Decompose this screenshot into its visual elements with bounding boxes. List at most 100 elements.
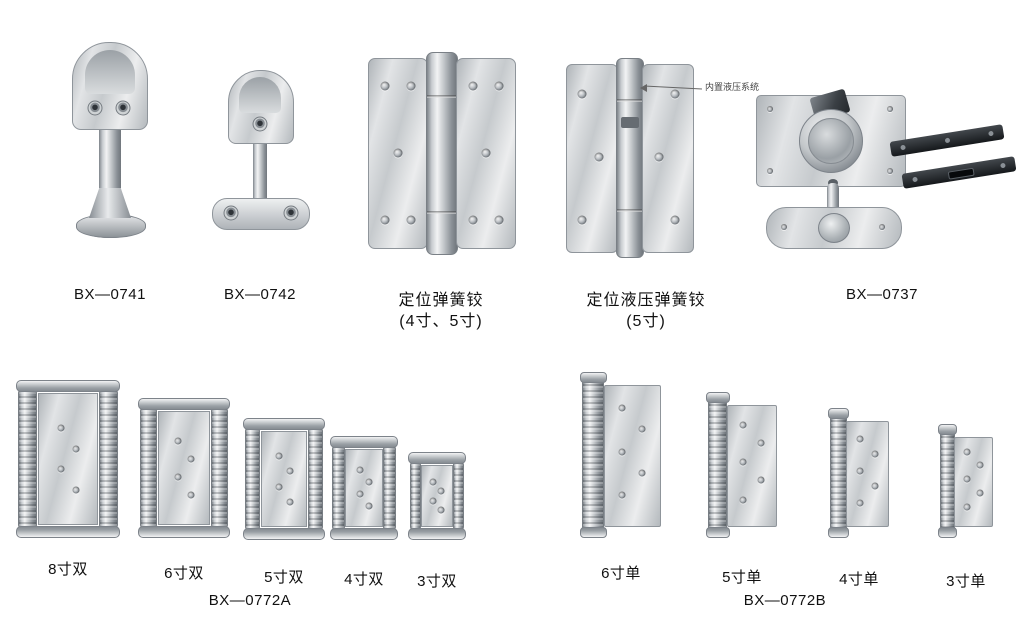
knuckle-line (427, 211, 457, 214)
screw-hole (670, 215, 680, 225)
hinge-bottom-cap (938, 527, 958, 538)
size-label: 6寸单 (601, 565, 641, 582)
screw-hole (275, 452, 283, 460)
size-label: 5寸单 (722, 569, 762, 586)
hinge-leaf-left (566, 64, 618, 253)
screw-hole (393, 148, 403, 158)
single-spring-hinge-6in (580, 372, 662, 538)
screw-hole (781, 224, 787, 230)
hinge-bottom-cap (330, 528, 398, 540)
hinge-bottom-cap (16, 526, 120, 538)
double-spring-hinge-8in (16, 380, 120, 538)
screw-hole (618, 448, 626, 456)
spring-barrel-right (452, 461, 464, 531)
size-label: 5寸双 (264, 569, 304, 586)
product-image-bx0742 (203, 66, 317, 271)
hinge-top-cap (243, 418, 325, 430)
clamp-screw (115, 100, 131, 116)
screw-hole (365, 502, 373, 510)
hinge-bottom-cap (408, 528, 466, 540)
size-label: 6寸双 (164, 565, 204, 582)
clamp-stem (99, 128, 121, 188)
hinge-top-cap (138, 398, 230, 410)
screw-hole (963, 475, 971, 483)
knuckle-line (617, 209, 643, 212)
screw-hole (767, 106, 773, 112)
screw-hole (356, 490, 364, 498)
hinge-top-cap (706, 392, 731, 403)
product-code-label: BX—0737 (846, 286, 918, 303)
screw-hole (856, 435, 864, 443)
spring-barrel (940, 429, 956, 533)
size-label: 3寸单 (946, 573, 986, 590)
screw-hole (380, 215, 390, 225)
hinge-leaf-plate (954, 437, 993, 527)
screw-hole (887, 168, 893, 174)
strip-hole (900, 144, 906, 151)
spring-barrel (708, 397, 728, 533)
double-spring-hinge-3in (408, 452, 466, 540)
single-spring-hinge-5in (706, 392, 778, 538)
screw-hole (286, 498, 294, 506)
screw-hole (887, 106, 893, 112)
screw-hole (356, 466, 364, 474)
hydraulic-adjuster (621, 117, 639, 128)
screw-hole (618, 404, 626, 412)
pivot-boss (818, 213, 850, 243)
spring-barrel-left (410, 461, 422, 531)
hinge-top-cap (938, 424, 958, 435)
hinge-leaf-plate (603, 385, 661, 527)
screw-hole (429, 497, 437, 505)
screw-hole (739, 496, 747, 504)
hinge-bottom-cap (580, 527, 608, 538)
screw-hole (406, 81, 416, 91)
screw-hole (594, 152, 604, 162)
double-spring-hinge-6in (138, 398, 230, 538)
screw-hole (365, 478, 373, 486)
bracket-plate-screw (283, 205, 299, 221)
bracket-glass-slot (239, 77, 281, 113)
pivot-cylinder-top (808, 118, 854, 164)
spring-barrel-left (18, 389, 37, 529)
bracket-stem (253, 140, 267, 202)
product-name-line2: (5寸) (626, 313, 666, 330)
screw-hole (976, 489, 984, 497)
screw-hole (380, 81, 390, 91)
annotation-text: 内置液压系统 (705, 82, 760, 92)
hinge-top-cap (408, 452, 466, 464)
hinge-leaf-plate (38, 393, 98, 525)
size-label: 8寸双 (48, 561, 88, 578)
hinge-leaf-plate (344, 449, 384, 527)
product-image-spring-hinge (368, 50, 516, 255)
knuckle-line (617, 99, 643, 102)
clamp-base (76, 214, 146, 238)
product-image-hydraulic-hinge (566, 58, 694, 258)
clamp-foot (89, 186, 131, 218)
knuckle-line (427, 95, 457, 98)
hinge-leaf-plate (420, 465, 454, 527)
screw-hole (739, 421, 747, 429)
hinge-leaf-plate (726, 405, 777, 527)
product-code-label: BX—0742 (224, 286, 296, 303)
screw-hole (739, 458, 747, 466)
product-name-line1: 定位液压弹簧铰 (586, 292, 706, 309)
hinge-leaf-right (642, 64, 694, 253)
spring-barrel-right (307, 427, 323, 531)
spring-barrel-right (383, 445, 396, 531)
screw-hole (286, 467, 294, 475)
single-spring-hinge-3in (938, 424, 994, 538)
screw-hole (963, 448, 971, 456)
hinge-bottom-cap (828, 527, 850, 538)
bracket-screw (252, 116, 268, 132)
hinge-leaf-plate (260, 431, 308, 527)
bracket-plate-screw (223, 205, 239, 221)
double-spring-hinge-4in (330, 436, 398, 540)
screw-hole (468, 81, 478, 91)
screw-hole (963, 503, 971, 511)
hinge-top-cap (828, 408, 850, 419)
size-label: 4寸单 (839, 571, 879, 588)
product-image-bx0741 (55, 36, 165, 274)
hinge-bottom-cap (138, 526, 230, 538)
screw-hole (406, 215, 416, 225)
screw-hole (72, 486, 80, 494)
